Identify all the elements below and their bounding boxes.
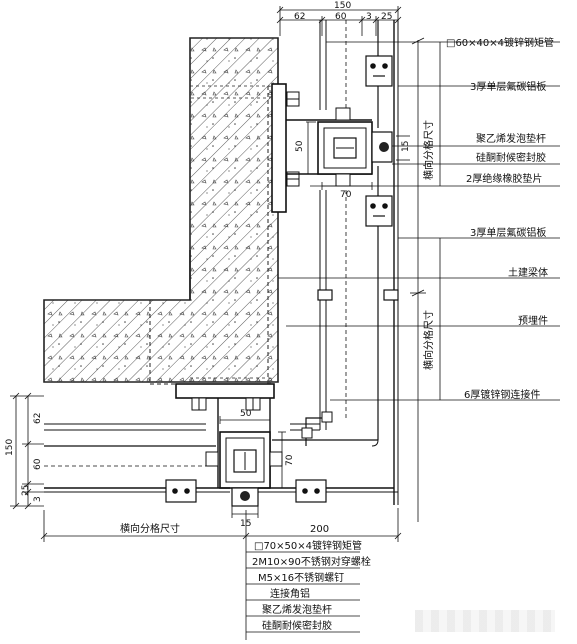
right-grid-dimension: [410, 37, 426, 522]
label-concrete-beam: 土建梁体: [508, 266, 548, 279]
dim-left-3: 3: [33, 496, 43, 502]
dim-top-3: 3: [366, 12, 372, 22]
dim-inner-50-bottom: 50: [240, 409, 252, 419]
label-alu-panel-top: 3厚单层氟碳铝板: [470, 80, 546, 93]
embedded-plates: [175, 83, 300, 411]
label-steel-connector: 6厚镀锌钢连接件: [464, 388, 540, 401]
lower-steel-connector: [205, 398, 283, 507]
label-foam-rod-bottom: 聚乙烯发泡垫杆: [262, 603, 332, 616]
bottom-dimensions: [40, 508, 402, 640]
dim-left-62: 62: [33, 413, 43, 424]
dim-inner-70-top: 70: [340, 190, 352, 200]
upper-steel-connector: [286, 107, 393, 187]
panel-brackets: [165, 55, 399, 503]
dim-inner-70-bottom: 70: [285, 454, 295, 466]
label-foam-rod-top: 聚乙烯发泡垫杆: [476, 132, 546, 145]
dim-inner-50-top: 50: [295, 140, 305, 152]
label-sealant-bottom: 硅酮耐候密封胶: [262, 619, 332, 632]
vertical-label-grid-top: 横向分格尺寸: [422, 120, 435, 180]
bottom-grid-label: 横向分格尺寸: [120, 522, 180, 535]
right-leader-lines: [278, 41, 560, 401]
dim-top-total: 150: [334, 1, 351, 11]
bottom-dim-200: 200: [310, 524, 329, 535]
dim-top-62: 62: [294, 12, 305, 22]
vertical-label-grid-bottom: 横向分格尺寸: [422, 310, 435, 370]
label-rubber-pad: 2厚绝缘橡胶垫片: [466, 172, 542, 185]
left-dimensions: [10, 392, 44, 510]
top-dimensions: [276, 6, 402, 36]
dim-top-60: 60: [335, 12, 347, 22]
bottom-callout-lines: [246, 551, 360, 633]
label-through-bolt: 2M10×90不锈钢对穿螺栓: [252, 555, 371, 568]
label-steel-tube-70x50: □70×50×4镀锌钢矩管: [254, 539, 362, 552]
label-steel-tube-60x40: □60×40×4镀锌钢矩管: [446, 36, 554, 49]
label-sealant-top: 硅酮耐候密封胶: [476, 151, 546, 164]
dim-left-25: 25: [21, 485, 31, 496]
dim-top-25: 25: [381, 12, 392, 22]
concrete-beam: [43, 37, 279, 391]
dim-left-total: 150: [5, 439, 15, 456]
label-screw: M5×16不锈钢螺钉: [258, 571, 344, 584]
label-alu-panel-bottom: 3厚单层氟碳铝板: [470, 226, 546, 239]
label-embedded-plate: 预埋件: [518, 315, 548, 327]
watermark-blur: [415, 610, 555, 632]
label-angle-aluminum: 连接角铝: [270, 587, 310, 600]
dim-left-60: 60: [33, 458, 43, 470]
